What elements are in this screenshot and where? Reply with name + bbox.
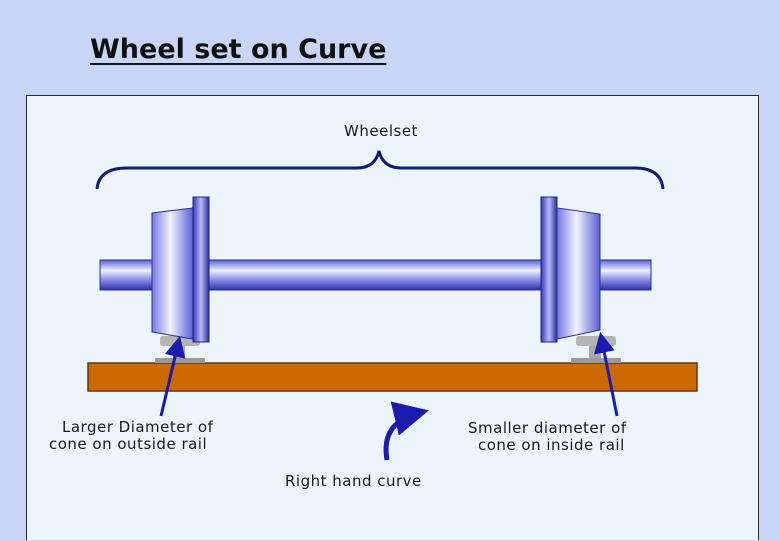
right-wheel: [540, 196, 601, 343]
wheelset-brace: [95, 150, 665, 190]
wheelset-diagram: Wheelset: [49, 122, 698, 490]
wheelset-label: Wheelset: [344, 122, 418, 140]
left-label-line1: Larger Diameter of: [62, 418, 214, 436]
right-rail: [571, 336, 621, 363]
left-pointer-arrow: [159, 335, 186, 417]
left-wheel: [151, 196, 210, 343]
rail-bed: [87, 362, 698, 392]
right-pointer-arrow: [593, 331, 619, 417]
left-label-line2: cone on outside rail: [49, 435, 207, 453]
right-label-line1: Smaller diameter of: [468, 419, 627, 437]
diagram-panel: Wheelset: [26, 95, 759, 540]
curve-label: Right hand curve: [285, 472, 422, 490]
right-label-line2: cone on inside rail: [478, 436, 625, 454]
right-hand-curve-arrow: [383, 401, 429, 461]
slide-title: Wheel set on Curve: [90, 34, 387, 65]
